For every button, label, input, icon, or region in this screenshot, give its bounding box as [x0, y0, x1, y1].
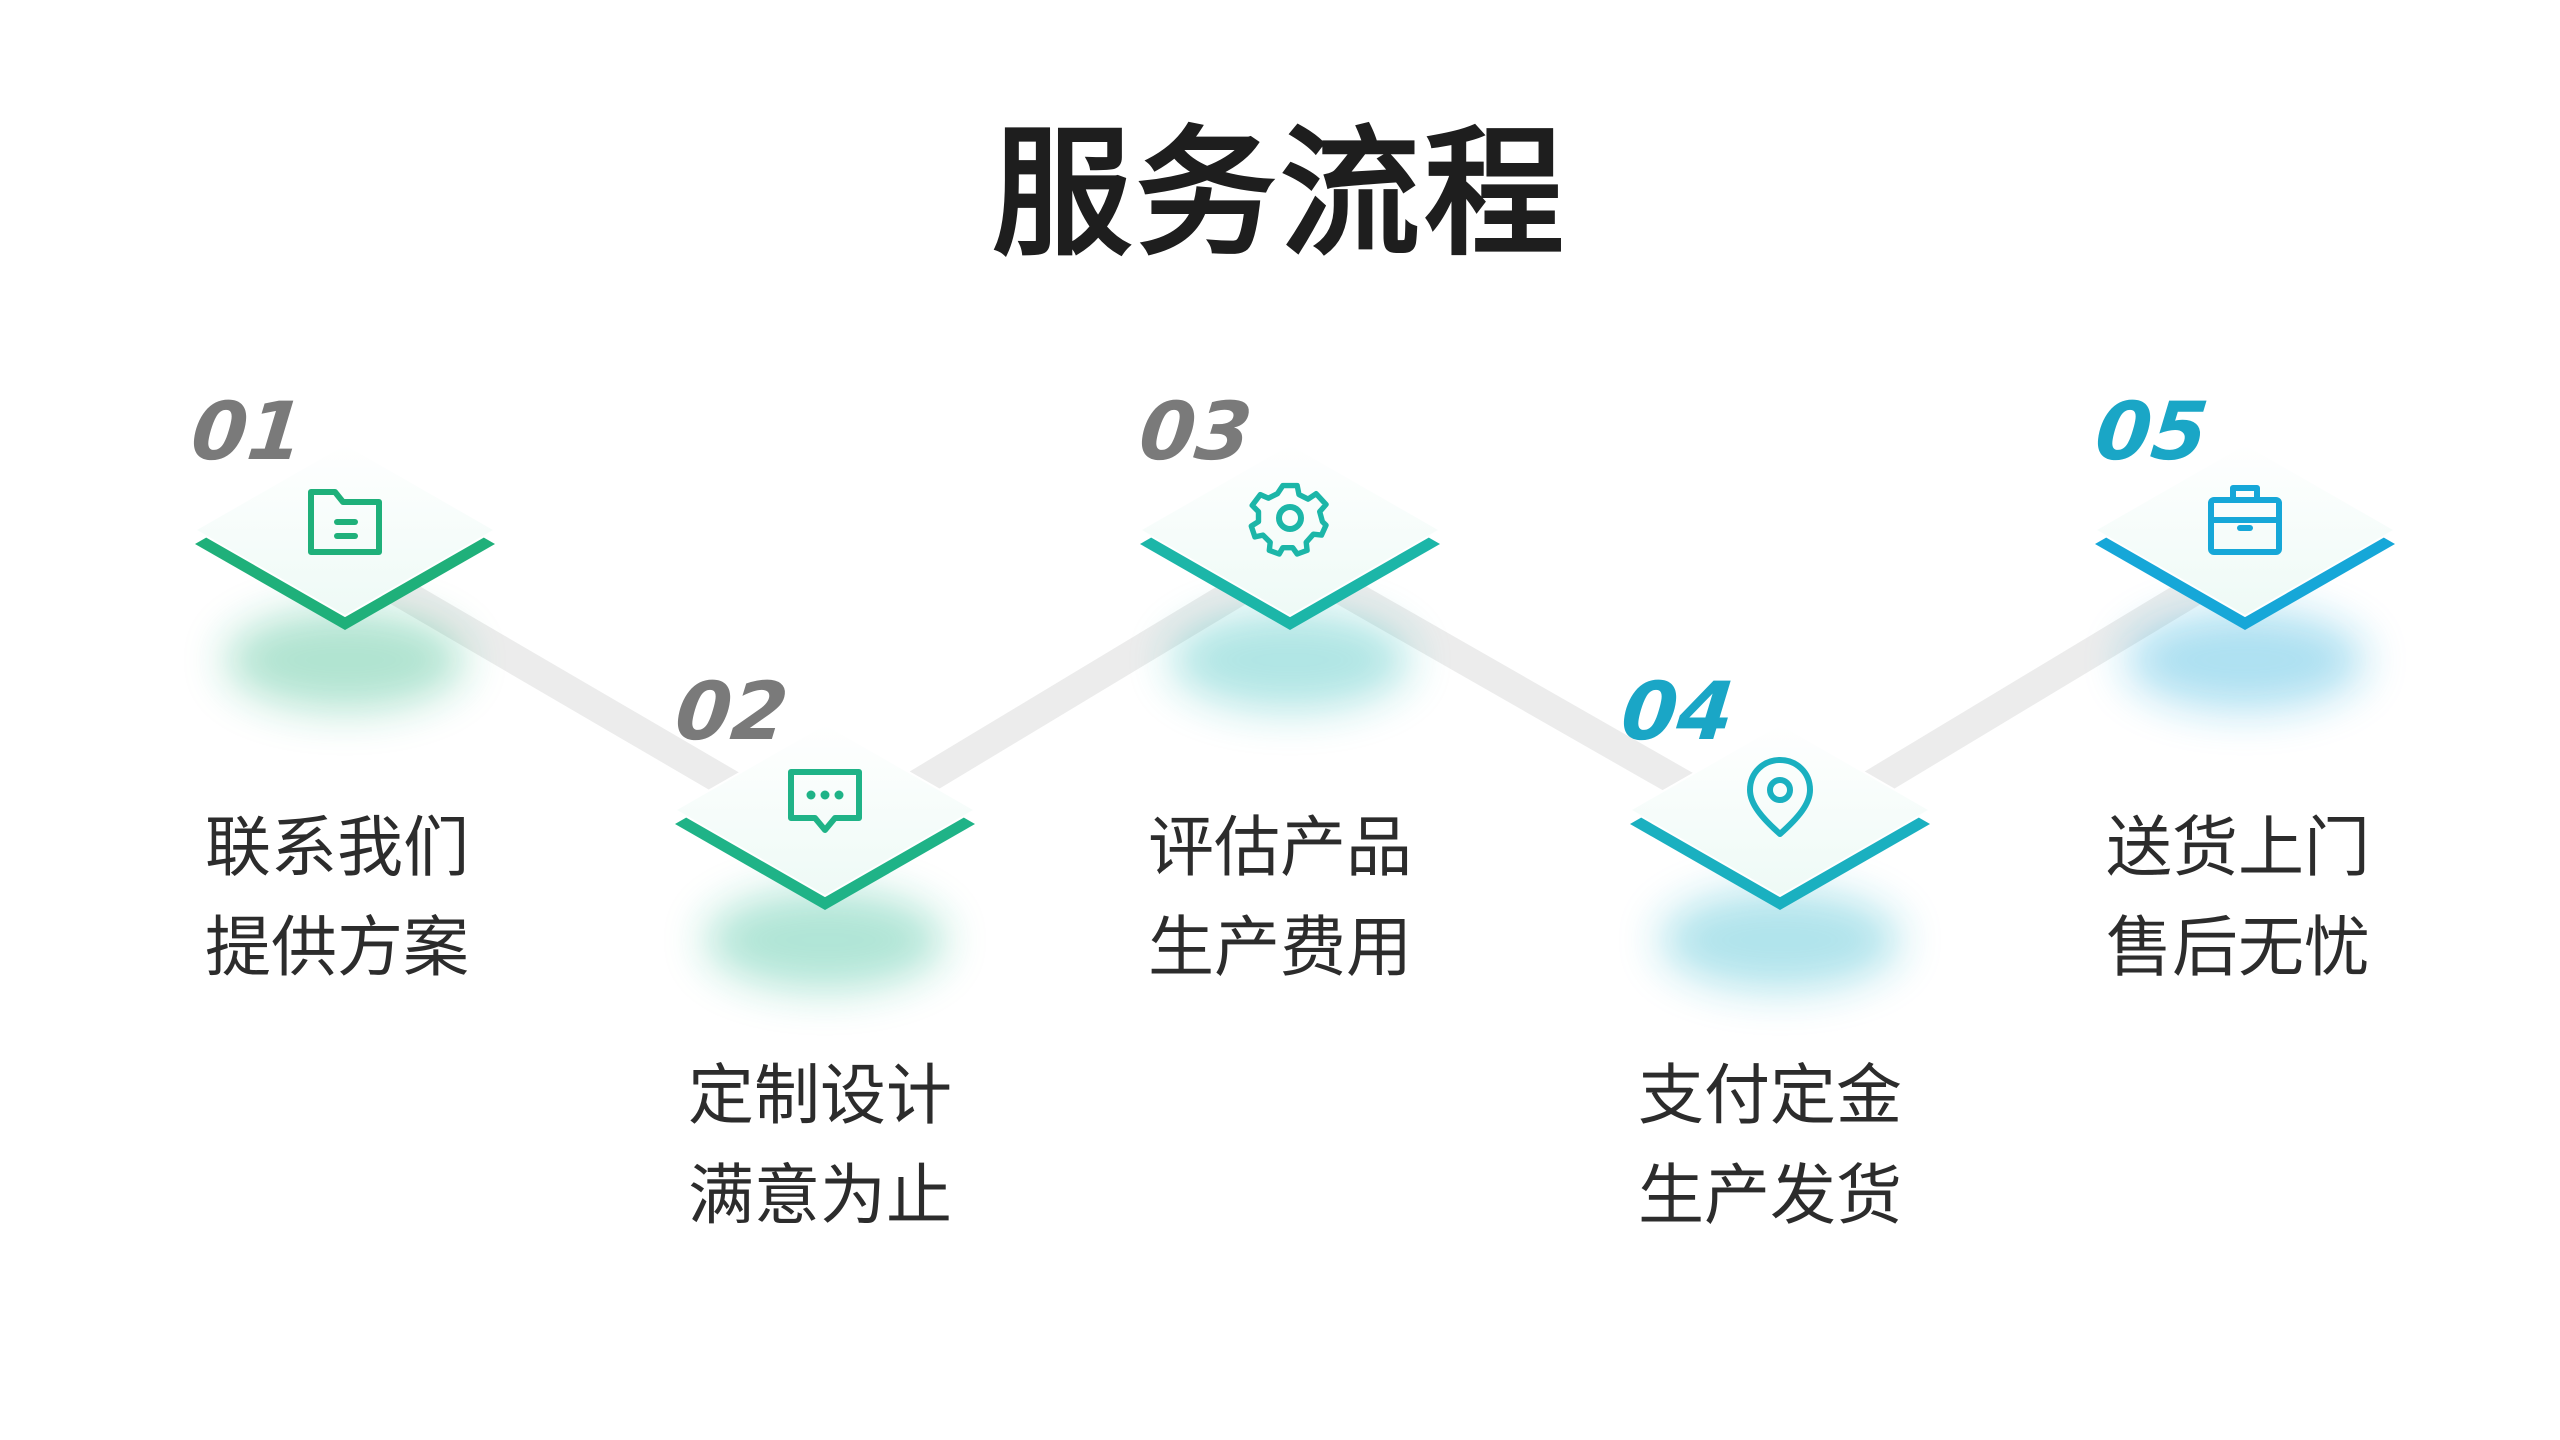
step-node-5: [2094, 443, 2396, 710]
step-5-line-2: 售后无忧: [2106, 909, 2370, 986]
step-node-4: [1629, 723, 1931, 990]
step-number-4: 04: [1617, 665, 1739, 758]
step-4-line-1: 支付定金: [1638, 1057, 1902, 1134]
step-1-line-2: 提供方案: [205, 909, 469, 986]
step-2-line-2: 满意为止: [688, 1157, 952, 1234]
step-node-3: [1139, 443, 1441, 710]
step-number-5: 05: [2091, 385, 2213, 478]
step-description-1: 联系我们 提供方案: [205, 798, 469, 998]
step-number-2: 02: [671, 665, 793, 758]
step-node-2: [674, 723, 976, 990]
page-title: 服务流程: [991, 113, 1568, 276]
step-3-line-1: 评估产品: [1148, 809, 1412, 886]
step-description-3: 评估产品 生产费用: [1148, 798, 1412, 998]
step-1-line-1: 联系我们: [205, 809, 469, 886]
briefcase-icon: [2208, 485, 2282, 555]
step-4-line-2: 生产发货: [1638, 1157, 1902, 1234]
step-2-line-1: 定制设计: [688, 1057, 952, 1134]
step-number-1: 01: [187, 385, 309, 478]
step-description-4: 支付定金 生产发货: [1638, 1046, 1902, 1246]
location-pin-icon: [1747, 757, 1813, 837]
step-node-1: [194, 443, 496, 710]
step-5-line-1: 送货上门: [2106, 809, 2370, 886]
step-description-5: 送货上门 售后无忧: [2106, 798, 2370, 998]
folder-icon: [308, 489, 382, 555]
step-number-3: 03: [1135, 385, 1257, 478]
gear-icon: [1248, 482, 1329, 557]
step-description-2: 定制设计 满意为止: [688, 1046, 952, 1246]
step-3-line-2: 生产费用: [1148, 909, 1412, 986]
message-icon: [788, 769, 862, 833]
